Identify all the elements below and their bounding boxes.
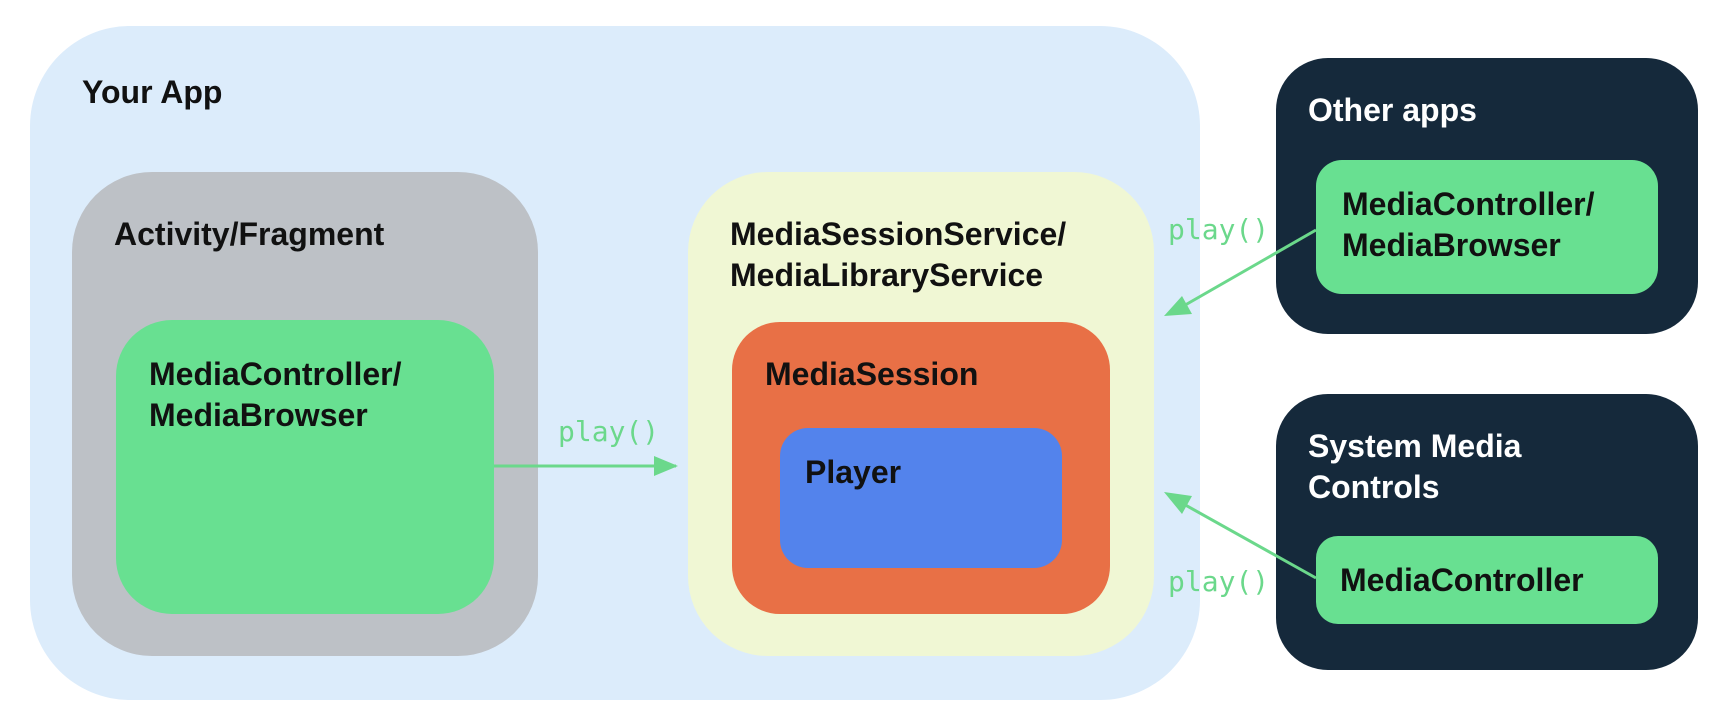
system-media-controls-box: System Media Controls bbox=[1276, 394, 1698, 670]
arrow-head-system-to-service bbox=[1164, 492, 1192, 514]
media-session-label: MediaSession bbox=[765, 356, 979, 392]
other-apps-controller-box: MediaController/ MediaBrowser bbox=[1316, 160, 1658, 294]
other-apps-controller-label: MediaController/ MediaBrowser bbox=[1342, 186, 1595, 263]
call-label-left: play() bbox=[558, 415, 660, 448]
player-box: Player bbox=[780, 428, 1062, 568]
player-label: Player bbox=[805, 454, 902, 490]
call-label-top-right: play() bbox=[1168, 213, 1270, 246]
arrow-other-apps-to-service bbox=[1179, 228, 1317, 310]
system-controller-label: MediaController bbox=[1340, 562, 1584, 598]
other-apps-title: Other apps bbox=[1308, 92, 1477, 128]
call-label-bottom-right: play() bbox=[1168, 565, 1270, 598]
arrow-head-other-apps-to-service bbox=[1164, 296, 1192, 316]
media-session-service-title: MediaSessionService/ MediaLibraryService bbox=[730, 216, 1067, 293]
system-controller-box: MediaController bbox=[1316, 536, 1658, 624]
arrow-head-app-to-service bbox=[654, 456, 678, 476]
arrow-system-to-service bbox=[1179, 500, 1317, 580]
your-app-title: Your App bbox=[82, 74, 223, 110]
system-media-controls-title: System Media Controls bbox=[1308, 428, 1522, 505]
app-media-controller-label: MediaController/ MediaBrowser bbox=[149, 356, 402, 433]
activity-fragment-title: Activity/Fragment bbox=[114, 216, 385, 252]
app-media-controller-box: MediaController/ MediaBrowser bbox=[116, 320, 494, 614]
